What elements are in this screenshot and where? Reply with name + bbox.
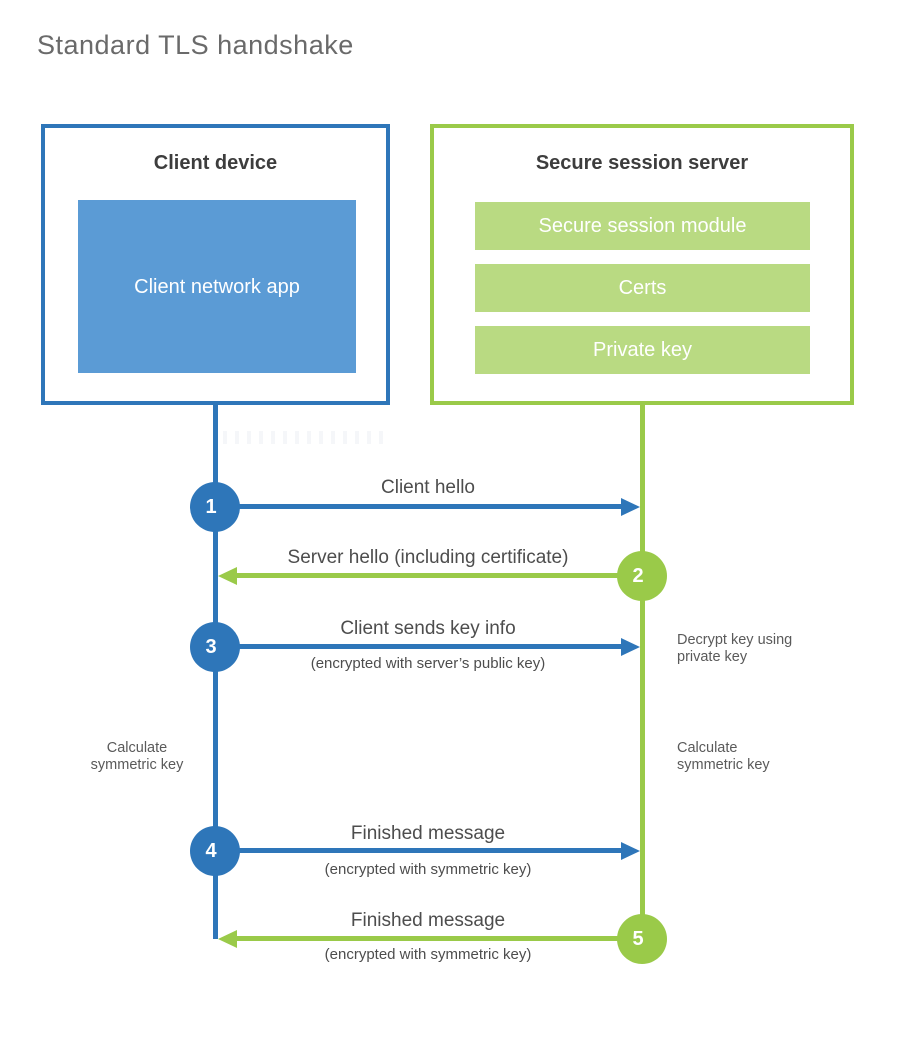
step-4-badge: 4 (190, 826, 240, 876)
message-1-arrowhead-icon (621, 498, 640, 516)
secure-session-server-title: Secure session server (535, 152, 749, 174)
client-device-title: Client device (153, 152, 278, 174)
message-5-label: Finished message (350, 910, 506, 931)
step-2-number: 2 (632, 564, 644, 587)
server-lifeline (640, 405, 645, 939)
client-lifeline (213, 405, 218, 939)
page-title: Standard TLS handshake (37, 30, 354, 60)
message-3-sublabel: (encrypted with server’s public key) (310, 655, 546, 672)
message-3-arrowhead-icon (621, 638, 640, 656)
step-3-badge: 3 (190, 622, 240, 672)
step-5-number: 5 (632, 927, 644, 950)
secure-session-server-box: Secure session server Secure session mod… (430, 124, 854, 405)
message-5-arrow (237, 936, 630, 941)
step-4-number: 4 (205, 839, 217, 862)
message-1-arrow (230, 504, 622, 509)
message-4-arrow (230, 848, 622, 853)
server-module-private-key: Private key (475, 326, 810, 374)
message-4-sublabel: (encrypted with symmetric key) (324, 861, 532, 878)
step-3-number: 3 (205, 635, 217, 658)
server-decrypt-key-note: Decrypt key using private key (677, 632, 793, 665)
message-4-arrowhead-icon (621, 842, 640, 860)
step-1-badge: 1 (190, 482, 240, 532)
message-5-sublabel: (encrypted with symmetric key) (324, 946, 532, 963)
client-network-app-box: Client network app (78, 200, 356, 373)
message-5-arrowhead-icon (218, 930, 237, 948)
message-1-label: Client hello (381, 477, 475, 498)
step-5-badge: 5 (617, 914, 667, 964)
step-2-badge: 2 (617, 551, 667, 601)
server-module-certs: Certs (475, 264, 810, 312)
message-3-arrow (230, 644, 622, 649)
faint-dashed-line (223, 431, 386, 444)
step-1-number: 1 (205, 495, 217, 518)
message-2-label: Server hello (including certificate) (287, 547, 569, 568)
client-calculate-symmetric-key-note: Calculate symmetric key (90, 740, 184, 773)
client-device-box: Client device Client network app (41, 124, 390, 405)
server-module-secure-session: Secure session module (475, 202, 810, 250)
message-2-arrowhead-icon (218, 567, 237, 585)
message-2-arrow (237, 573, 630, 578)
server-calculate-symmetric-key-note: Calculate symmetric key (677, 740, 770, 773)
message-4-label: Finished message (350, 823, 506, 844)
message-3-label: Client sends key info (340, 618, 516, 639)
client-network-app-label: Client network app (134, 275, 300, 298)
